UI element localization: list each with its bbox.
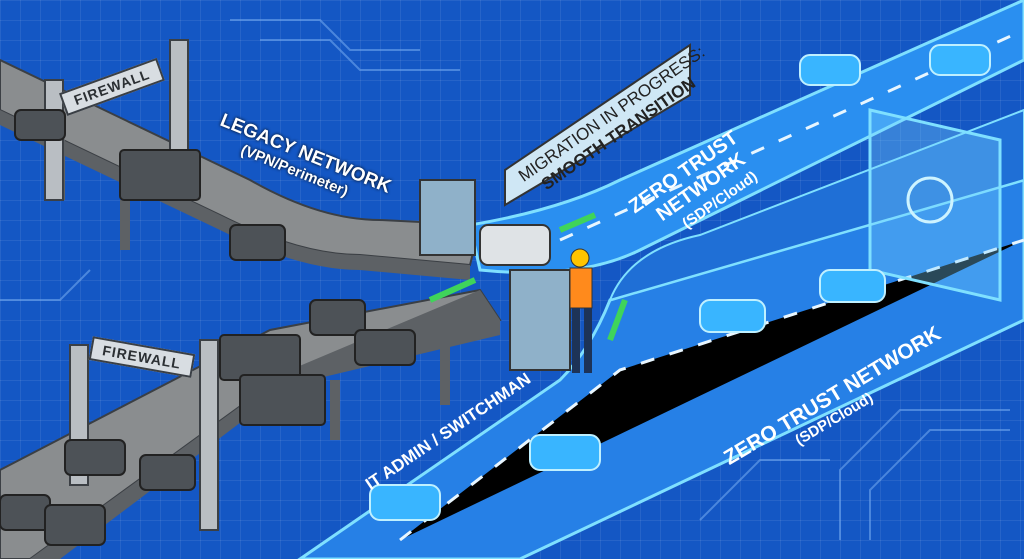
zero-trust-vehicles — [369, 44, 991, 521]
fingerprint-icon — [906, 176, 954, 224]
fingerprint-gate — [868, 108, 1002, 302]
migration-sign-board — [504, 43, 691, 207]
green-arrows — [428, 212, 628, 342]
switch-console — [509, 269, 571, 371]
migrating-car — [479, 224, 551, 266]
it-admin-figure — [569, 248, 593, 373]
control-console — [419, 179, 476, 256]
circuit-traces — [0, 19, 1010, 540]
legacy-vehicles — [0, 109, 416, 546]
